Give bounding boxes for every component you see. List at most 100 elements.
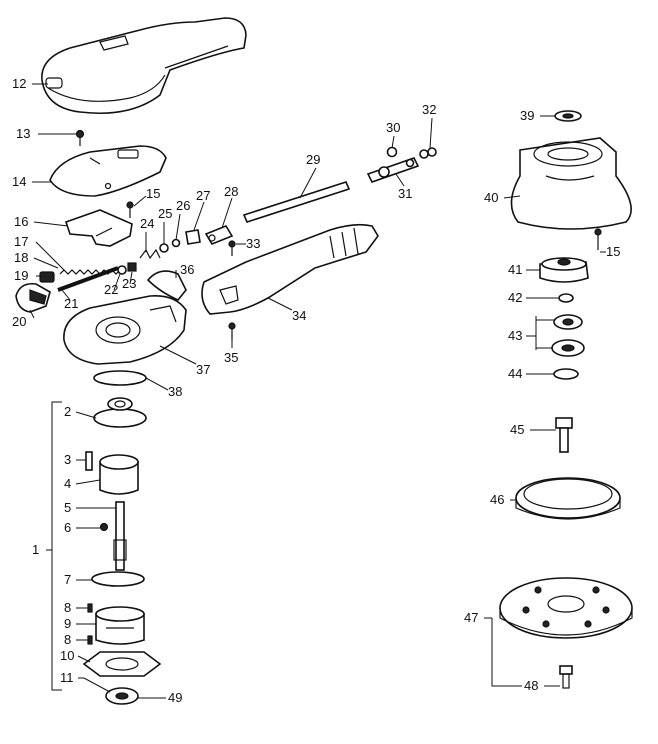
part-12-handle-cover: [41, 17, 247, 115]
label-16: 16: [14, 214, 28, 229]
label-36: 36: [180, 262, 194, 277]
part-16-bracket: [64, 209, 133, 247]
label-42: 42: [508, 290, 522, 305]
part-8-screw-a: [87, 603, 93, 613]
part-40-shroud: [510, 137, 632, 230]
part-49-bearing: [105, 687, 139, 705]
label-28: 28: [224, 184, 238, 199]
label-14: 14: [12, 174, 26, 189]
label-43: 43: [508, 328, 522, 343]
label-6: 6: [64, 520, 71, 535]
part-13-screw: [75, 129, 85, 146]
part-41-fan: [539, 257, 589, 283]
label-40: 40: [484, 190, 498, 205]
part-labels: 1 2 3 4 5 6 7 8 9 8 10 11 49 12 13 14 15…: [12, 76, 620, 705]
part-26-ring: [171, 238, 181, 248]
label-19: 19: [14, 268, 28, 283]
part-22-washer: [117, 265, 127, 275]
label-38: 38: [168, 384, 182, 399]
part-36-lever: [146, 270, 187, 301]
label-49: 49: [168, 690, 182, 705]
label-8b: 8: [64, 632, 71, 647]
label-10: 10: [60, 648, 74, 663]
part-2-bearing-plate: [93, 397, 147, 428]
label-47: 47: [464, 610, 478, 625]
label-32: 32: [422, 102, 436, 117]
label-15-right: 15: [606, 244, 620, 259]
label-39: 39: [520, 108, 534, 123]
part-45-bolt: [555, 417, 573, 453]
label-22: 22: [104, 282, 118, 297]
label-45: 45: [510, 422, 524, 437]
part-29-rod: [242, 181, 351, 223]
part-37-lower-housing: [63, 294, 187, 365]
label-1: 1: [32, 542, 39, 557]
part-48-screw: [559, 665, 573, 689]
part-8-screw-b: [87, 635, 93, 645]
label-48: 48: [524, 678, 538, 693]
part-15-screw-right: [594, 228, 602, 250]
label-27: 27: [196, 188, 210, 203]
label-34: 34: [292, 308, 306, 323]
label-5: 5: [64, 500, 71, 515]
part-20-brush-holder: [15, 282, 51, 313]
part-10-flange: [82, 651, 162, 677]
part-14-housing-cover: [49, 145, 167, 197]
part-25-ring: [159, 243, 169, 253]
part-5-shaft: [113, 501, 127, 571]
label-31: 31: [398, 186, 412, 201]
label-4: 4: [64, 476, 71, 491]
label-26: 26: [176, 198, 190, 213]
part-34-handle: [201, 223, 379, 315]
part-33-screw: [228, 240, 236, 256]
part-47-pad: [499, 577, 633, 639]
label-23: 23: [122, 276, 136, 291]
part-23-nut: [127, 262, 137, 272]
label-46: 46: [490, 492, 504, 507]
part-28-connector: [204, 225, 234, 245]
part-4-rotor: [99, 454, 139, 495]
part-44-ring: [553, 368, 579, 380]
label-17: 17: [14, 234, 28, 249]
part-3-key: [85, 451, 93, 471]
label-7: 7: [64, 572, 71, 587]
label-9: 9: [64, 616, 71, 631]
label-21: 21: [64, 296, 78, 311]
part-6-pin: [99, 522, 109, 532]
part-35-screw: [228, 322, 236, 340]
label-2: 2: [64, 404, 71, 419]
part-27-nut: [185, 229, 201, 245]
label-44: 44: [508, 366, 522, 381]
label-18: 18: [14, 250, 28, 265]
leader-lines: [29, 83, 606, 699]
part-24-spring: [139, 248, 161, 260]
label-35: 35: [224, 350, 238, 365]
part-31-shaft: [366, 157, 420, 183]
label-20: 20: [12, 314, 26, 329]
part-9-counterweight: [95, 606, 145, 645]
label-15: 15: [146, 186, 160, 201]
part-15-screw: [126, 201, 134, 218]
part-39-washer: [554, 110, 582, 122]
part-43-bearings: [551, 314, 585, 357]
label-8a: 8: [64, 600, 71, 615]
part-19-block: [39, 271, 55, 283]
label-41: 41: [508, 262, 522, 277]
part-32-rings: [419, 147, 437, 159]
part-42-ring: [558, 293, 574, 303]
label-13: 13: [16, 126, 30, 141]
part-21-rod: [57, 266, 119, 292]
part-30-washer: [386, 146, 398, 158]
label-11: 11: [60, 670, 74, 685]
label-3: 3: [64, 452, 71, 467]
part-46-ring: [515, 477, 621, 520]
label-24: 24: [140, 216, 154, 231]
part-38-gasket-ring: [93, 370, 147, 386]
part-7-disc: [91, 571, 145, 587]
label-33: 33: [246, 236, 260, 251]
label-29: 29: [306, 152, 320, 167]
label-30: 30: [386, 120, 400, 135]
label-37: 37: [196, 362, 210, 377]
label-12: 12: [12, 76, 26, 91]
